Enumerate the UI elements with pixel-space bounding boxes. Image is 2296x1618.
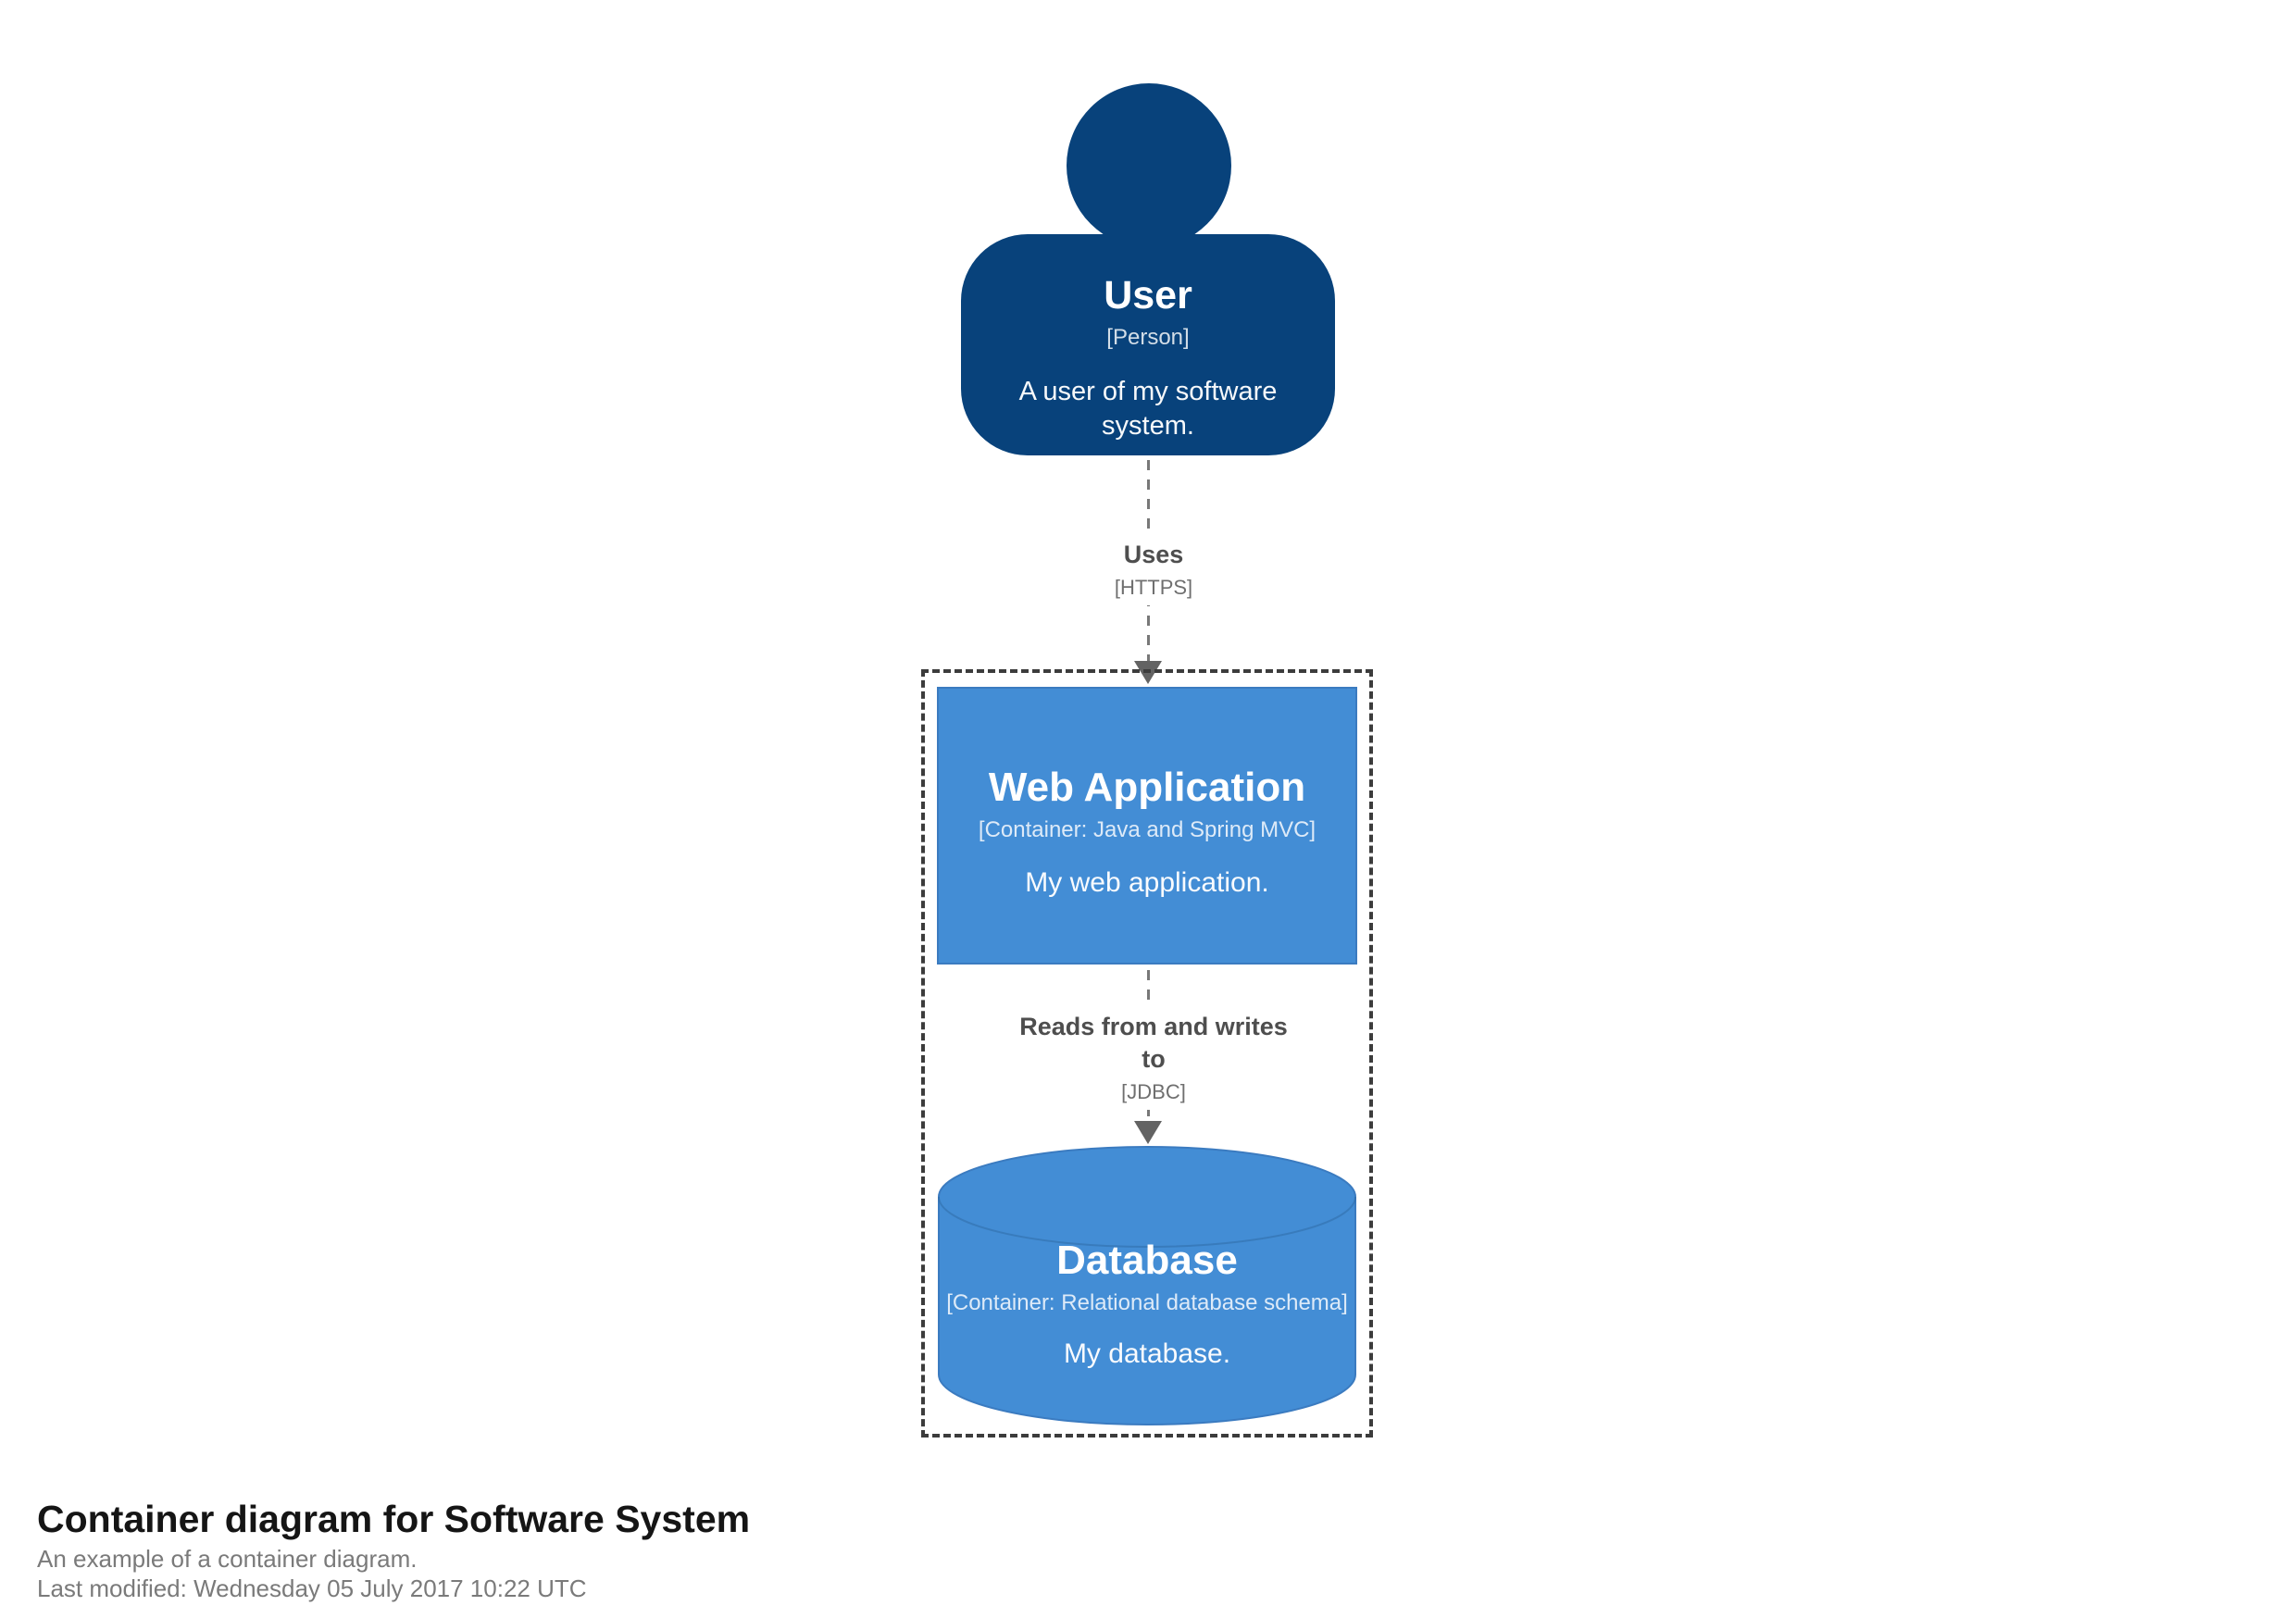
relationship-technology: [HTTPS]	[1114, 576, 1193, 600]
relationship-label-reads-writes: Reads from and writes to [JDBC]	[1014, 1007, 1293, 1111]
page-title: Container diagram for Software System	[37, 1498, 751, 1540]
person-metadata: [Person]	[1106, 325, 1190, 351]
container-name: Database	[1056, 1238, 1238, 1283]
relationship-name: Reads from and writes to	[1019, 1013, 1288, 1074]
database-cylinder-icon[interactable]	[937, 1145, 1357, 1426]
person-name: User	[1104, 273, 1192, 317]
software-system-boundary	[921, 669, 1373, 1438]
container-metadata: [Container: Relational database schema]	[946, 1290, 1348, 1316]
container-node-database[interactable]: Database [Container: Relational database…	[937, 1145, 1357, 1426]
container-node-web-application[interactable]: Web Application [Container: Java and Spr…	[937, 687, 1357, 965]
container-name: Web Application	[988, 765, 1306, 810]
page-subtitle: An example of a container diagram.	[37, 1545, 418, 1573]
relationship-name: Uses	[1123, 541, 1184, 568]
arrow-down-icon	[1134, 1121, 1162, 1144]
person-description: A user of my software system.	[1018, 377, 1278, 442]
relationship-label-uses: Uses [HTTPS]	[1046, 535, 1261, 606]
container-metadata: [Container: Java and Spring MVC]	[978, 817, 1316, 843]
container-description: My web application.	[1025, 867, 1269, 899]
relationship-technology: [JDBC]	[1121, 1080, 1186, 1104]
person-node-user[interactable]: User [Person] A user of my software syst…	[961, 234, 1335, 455]
last-modified-text: Last modified: Wednesday 05 July 2017 10…	[37, 1574, 587, 1602]
person-head-icon	[1067, 83, 1231, 248]
container-description: My database.	[1063, 1338, 1231, 1370]
